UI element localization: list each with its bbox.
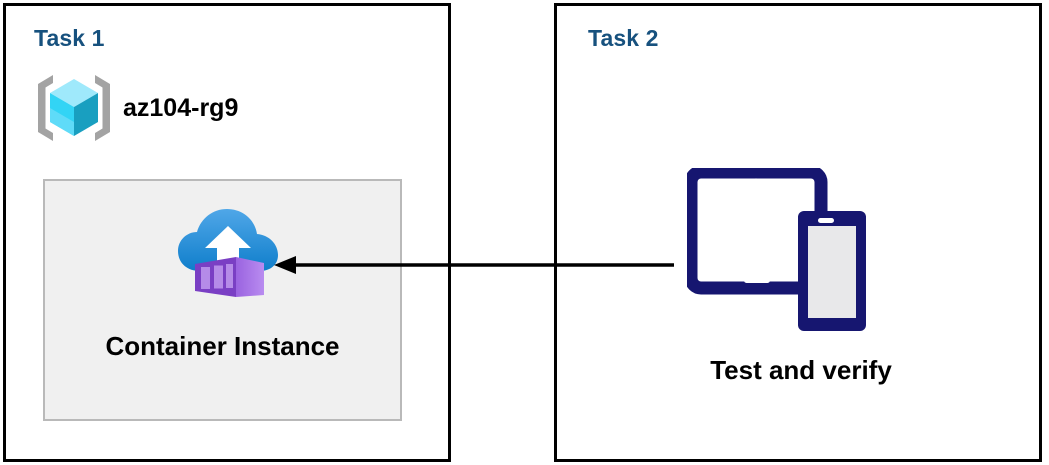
container-instance-icon <box>178 209 278 297</box>
panel-task-1: Task 1 az104-rg9 <box>3 3 451 462</box>
devices-icon <box>687 168 866 331</box>
panel-title-task-2: Task 2 <box>588 25 659 51</box>
panel-title-task-1: Task 1 <box>34 25 105 51</box>
resource-group-row: az104-rg9 <box>35 68 335 148</box>
resource-group-label: az104-rg9 <box>123 93 239 122</box>
test-and-verify-label: Test and verify <box>710 355 892 385</box>
resource-group-icon <box>38 75 110 141</box>
container-instance-label: Container Instance <box>105 331 340 361</box>
container-instance-card: Container Instance <box>43 179 402 421</box>
panel-task-2: Task 2 Test and verify <box>554 3 1042 462</box>
